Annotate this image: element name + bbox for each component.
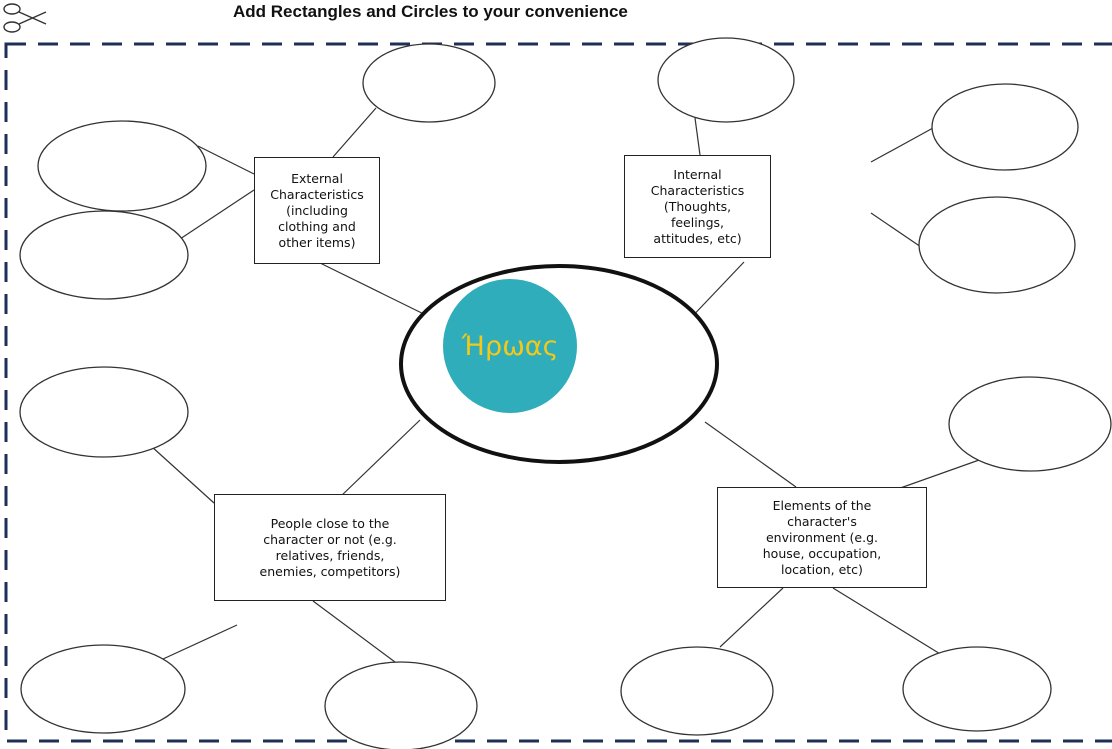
empty-bubble [657, 37, 795, 123]
connector-lines [149, 107, 997, 666]
scissors-icon [3, 3, 47, 33]
empty-bubbles [19, 37, 1112, 749]
connector-line [150, 445, 215, 504]
connector-line [870, 212, 922, 248]
connector-line [832, 587, 951, 661]
connector-line [704, 421, 797, 488]
connector-line [312, 600, 400, 666]
connector-line [197, 145, 255, 175]
empty-bubble [324, 661, 478, 749]
connector-line [719, 587, 784, 648]
connector-line [332, 107, 377, 158]
page-title: Add Rectangles and Circles to your conve… [233, 2, 628, 21]
empty-bubble [362, 43, 496, 123]
empty-bubble [37, 120, 207, 212]
connector-line [317, 261, 441, 323]
connector-line [694, 117, 701, 156]
dashed-cut-frame [4, 42, 1112, 743]
connector-line [149, 624, 238, 666]
category-box-environment: Elements of the character's environment … [717, 487, 927, 588]
category-box-people: People close to the character or not (e.… [214, 494, 446, 601]
category-box-internal: Internal Characteristics (Thoughts, feel… [624, 155, 771, 258]
empty-bubble [948, 376, 1112, 472]
empty-bubble [620, 646, 774, 736]
empty-bubble [20, 644, 186, 734]
empty-bubble [19, 366, 189, 458]
empty-bubble [918, 196, 1076, 294]
empty-bubble [902, 646, 1052, 732]
hero-label: Ήρωας [443, 279, 577, 413]
category-box-external: External Characteristics (including clot… [254, 157, 380, 264]
connector-line [870, 127, 934, 163]
empty-bubble [931, 83, 1079, 171]
connector-line [338, 419, 421, 499]
empty-bubble [19, 210, 189, 300]
connector-line [176, 189, 255, 242]
